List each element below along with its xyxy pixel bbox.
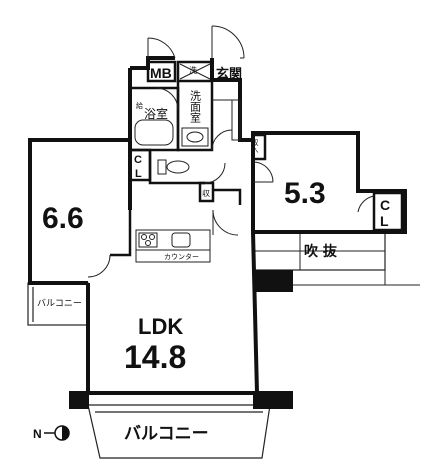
washroom-walls [176, 81, 214, 152]
front-door-arc [211, 25, 245, 59]
ldk-north-wall [110, 210, 132, 257]
compass: N [33, 425, 70, 441]
structural-columns [69, 270, 293, 409]
label-genkan: 玄関 [216, 66, 242, 82]
exterior-walls [28, 56, 407, 395]
label-water-heater: 給 [136, 101, 143, 110]
label-ldk-name: LDK [138, 314, 183, 339]
bathtub [134, 119, 174, 146]
closet-east-door-arc [357, 195, 375, 213]
label-void: 吹 抜 [304, 243, 338, 260]
toilet-door-arc [204, 162, 226, 184]
kitchen-sink [171, 232, 191, 248]
mb-door-arc [147, 37, 176, 59]
main-balcony-outline [87, 404, 271, 459]
bath-door-arc [155, 87, 179, 111]
label-closet-west-c: C [134, 154, 142, 166]
label-closet-west-l: L [135, 168, 142, 180]
storage-in-box [251, 133, 267, 161]
burner-3 [145, 240, 151, 246]
counter-bar [135, 249, 211, 263]
compass-needle-icon [62, 426, 69, 440]
burner-2 [149, 234, 155, 240]
toilet-tank [157, 159, 167, 175]
toilet-bowl [166, 160, 190, 174]
wash-basin-bowl [186, 131, 204, 143]
washroom-door-arc [211, 129, 233, 151]
hall-wall [213, 188, 242, 205]
burner-1 [141, 234, 147, 240]
toilet-walls [148, 150, 205, 185]
interior-walls [110, 60, 404, 257]
label-balcony-main: バルコニー [124, 424, 209, 444]
west-bedroom-door-arc [87, 254, 111, 278]
label-laundry: 洗 [189, 65, 197, 75]
label-bedroom-west-size: 6.6 [42, 202, 84, 235]
west-bedroom-wall [28, 138, 130, 285]
east-bedroom-wall [251, 131, 407, 234]
wash-basin-counter [181, 127, 209, 147]
label-ldk-size: 14.8 [124, 339, 186, 375]
east-bedroom-door-arc [252, 161, 274, 183]
column-ldk-right [253, 391, 293, 409]
stove [138, 232, 158, 248]
compass-label: N [33, 427, 42, 441]
label-closet-east-l: L [380, 213, 389, 229]
column-ldk-left [69, 391, 89, 409]
mb-box [146, 60, 177, 83]
closet-east-box [372, 191, 404, 232]
label-counter: カウンター [164, 252, 199, 261]
label-balcony-small: バルコニー [37, 298, 82, 309]
shoe-cabinet [231, 99, 241, 141]
label-closet-east-c: C [380, 197, 390, 213]
laundry-cross-b [179, 63, 211, 80]
column-void [253, 270, 293, 292]
ldk-wall [86, 231, 260, 395]
label-washroom: 洗面室 [189, 90, 202, 123]
label-storage: 収 [202, 188, 210, 198]
label-mb: MB [150, 65, 172, 81]
label-bathroom: 浴室 [144, 106, 168, 121]
ldk-door-arc [212, 209, 239, 236]
fixtures [134, 63, 241, 263]
door-swings [87, 25, 375, 278]
laundry-box [176, 60, 214, 83]
label-bedroom-east-size: 5.3 [284, 177, 326, 210]
label-storage-in: 収入 [251, 139, 259, 153]
